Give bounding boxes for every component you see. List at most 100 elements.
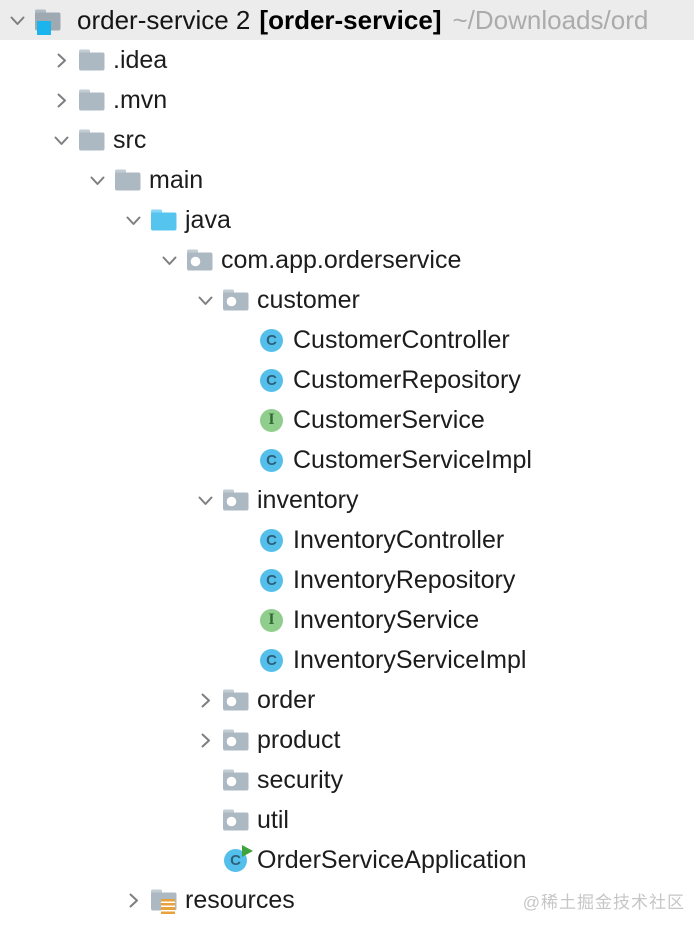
class-icon: C (258, 648, 285, 672)
project-root-icon (34, 8, 61, 35)
watermark: @稀土掘金技术社区 (522, 893, 685, 912)
tree-item-customercontroller[interactable]: C CustomerController (0, 320, 694, 360)
chevron-spacer (228, 447, 254, 473)
tree-item-inventory[interactable]: inventory (0, 480, 694, 520)
tree-item-src[interactable]: src (0, 120, 694, 160)
chevron-spacer (228, 327, 254, 353)
tree-item-label: order (257, 685, 316, 714)
tree-item-label: product (257, 725, 341, 754)
tree-item-label: util (257, 805, 289, 834)
chevron-down-icon[interactable] (48, 127, 74, 153)
tree-item-label: InventoryServiceImpl (293, 645, 527, 674)
interface-icon: I (258, 408, 285, 432)
chevron-spacer (228, 367, 254, 393)
tree-item-customer[interactable]: customer (0, 280, 694, 320)
interface-icon: I (258, 608, 285, 632)
tree-item-resources[interactable]: resources (0, 880, 694, 920)
tree-item-label: .idea (113, 45, 168, 74)
chevron-spacer (228, 407, 254, 433)
tree-item-order[interactable]: order (0, 680, 694, 720)
project-tree: .idea .mvn src main java com.app.orderse (0, 40, 694, 920)
chevron-down-icon[interactable] (192, 287, 218, 313)
chevron-right-icon[interactable] (48, 47, 74, 73)
chevron-spacer (192, 847, 218, 873)
chevron-right-icon[interactable] (48, 87, 74, 113)
class-icon: C (258, 528, 285, 552)
chevron-spacer (228, 647, 254, 673)
tree-item-label: inventory (257, 485, 359, 514)
project-root-row[interactable]: order-service 2 [order-service] ~/Downlo… (0, 0, 694, 40)
class-icon: C (258, 448, 285, 472)
tree-item-label: java (185, 205, 231, 234)
package-icon (222, 488, 249, 512)
tree-item-label: CustomerRepository (293, 365, 521, 394)
resources-lines-icon (161, 899, 175, 914)
class-icon: C (258, 328, 285, 352)
tree-item-label: security (257, 765, 344, 794)
chevron-spacer (192, 807, 218, 833)
tree-item-orderserviceapplication[interactable]: C OrderServiceApplication (0, 840, 694, 880)
project-name: order-service 2 (77, 4, 251, 35)
tree-item-label: src (113, 125, 147, 154)
folder-icon (114, 168, 141, 192)
tree-item-label: InventoryRepository (293, 565, 516, 594)
chevron-down-icon[interactable] (120, 207, 146, 233)
tree-item-label: OrderServiceApplication (257, 845, 527, 874)
tree-item-label: .mvn (113, 85, 168, 114)
tree-item-util[interactable]: util (0, 800, 694, 840)
chevron-right-icon[interactable] (192, 687, 218, 713)
chevron-right-icon[interactable] (192, 727, 218, 753)
chevron-down-icon[interactable] (84, 167, 110, 193)
tree-item-inventoryrepository[interactable]: C InventoryRepository (0, 560, 694, 600)
tree-item-customerrepository[interactable]: C CustomerRepository (0, 360, 694, 400)
tree-item--mvn[interactable]: .mvn (0, 80, 694, 120)
tree-item-com-app-orderservice[interactable]: com.app.orderservice (0, 240, 694, 280)
folder-icon (78, 48, 105, 72)
chevron-down-icon[interactable] (156, 247, 182, 273)
project-title: order-service 2 [order-service] ~/Downlo… (77, 5, 648, 36)
tree-item-inventorycontroller[interactable]: C InventoryController (0, 520, 694, 560)
chevron-down-icon[interactable] (192, 487, 218, 513)
tree-item-customerservice[interactable]: I CustomerService (0, 400, 694, 440)
project-path: ~/Downloads/ord (452, 4, 649, 35)
class-icon: C (258, 568, 285, 592)
tree-item-label: com.app.orderservice (221, 245, 462, 274)
tree-item-product[interactable]: product (0, 720, 694, 760)
folder-icon (78, 88, 105, 112)
tree-item-label: CustomerService (293, 405, 485, 434)
chevron-spacer (228, 527, 254, 553)
tree-item-main[interactable]: main (0, 160, 694, 200)
tree-item-label: InventoryService (293, 605, 480, 634)
package-icon (222, 768, 249, 792)
chevron-spacer (228, 567, 254, 593)
tree-item-inventoryserviceimpl[interactable]: C InventoryServiceImpl (0, 640, 694, 680)
run-arrow-icon (242, 844, 253, 857)
package-icon (222, 808, 249, 832)
chevron-spacer (192, 767, 218, 793)
folder-resources-icon (150, 888, 177, 914)
tree-item-inventoryservice[interactable]: I InventoryService (0, 600, 694, 640)
tree-item-customerserviceimpl[interactable]: C CustomerServiceImpl (0, 440, 694, 480)
package-icon (222, 688, 249, 712)
module-name: [order-service] (259, 4, 442, 35)
tree-item-label: InventoryController (293, 525, 505, 554)
package-icon (186, 248, 213, 272)
tree-item-java[interactable]: java (0, 200, 694, 240)
tree-item-label: resources (185, 885, 295, 914)
package-icon (222, 728, 249, 752)
chevron-spacer (228, 607, 254, 633)
tree-item-label: CustomerController (293, 325, 510, 354)
chevron-down-icon[interactable] (4, 7, 30, 33)
chevron-right-icon[interactable] (120, 887, 146, 913)
tree-item--idea[interactable]: .idea (0, 40, 694, 80)
tree-item-security[interactable]: security (0, 760, 694, 800)
package-icon (222, 288, 249, 312)
class-icon: C (258, 368, 285, 392)
tree-item-label: customer (257, 285, 360, 314)
tree-item-label: main (149, 165, 204, 194)
project-square-icon (37, 21, 51, 35)
class-run-icon: C (222, 844, 253, 872)
folder-icon (78, 128, 105, 152)
tree-item-label: CustomerServiceImpl (293, 445, 532, 474)
